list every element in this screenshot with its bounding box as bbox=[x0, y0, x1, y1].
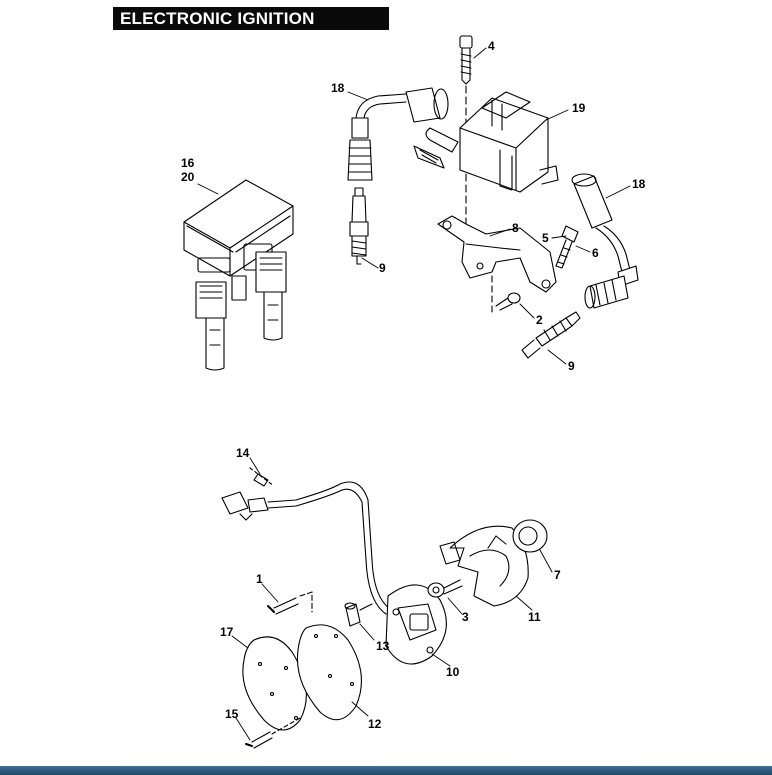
callout-labels: 4 18 19 18 16 20 8 5 6 9 2 9 14 1 3 7 11… bbox=[181, 39, 646, 731]
callout-14: 14 bbox=[236, 446, 250, 460]
callout-5: 5 bbox=[542, 231, 549, 245]
callout-11: 11 bbox=[528, 610, 541, 624]
callout-19: 19 bbox=[572, 101, 586, 115]
coil-bracket-drawing bbox=[437, 215, 557, 313]
callout-15: 15 bbox=[225, 707, 239, 721]
leader-lines bbox=[197, 47, 631, 741]
screw-15-drawing bbox=[245, 717, 301, 749]
callout-20: 20 bbox=[181, 170, 195, 184]
callout-17: 17 bbox=[220, 625, 234, 639]
callout-12: 12 bbox=[368, 717, 382, 731]
callout-2: 2 bbox=[536, 313, 543, 327]
callout-10: 10 bbox=[446, 665, 460, 679]
callout-6: 6 bbox=[592, 246, 599, 260]
callout-3: 3 bbox=[462, 610, 469, 624]
screw-3-drawing bbox=[427, 579, 463, 598]
outer-cover-drawing bbox=[242, 636, 307, 731]
page-title: ELECTRONIC IGNITION SYSTEM bbox=[113, 7, 389, 51]
callout-4: 4 bbox=[488, 39, 495, 53]
callout-9-upper: 9 bbox=[379, 261, 386, 275]
stator-plate-drawing bbox=[385, 584, 447, 665]
callout-7: 7 bbox=[554, 568, 561, 582]
spark-plug-wire-left-drawing bbox=[347, 87, 449, 181]
rotor-drawing bbox=[439, 525, 529, 607]
screw-1-drawing bbox=[267, 591, 313, 615]
spark-plug-lower-drawing bbox=[521, 311, 581, 359]
screw-2-drawing bbox=[495, 292, 521, 311]
footer-rule bbox=[0, 766, 772, 775]
callout-18-left: 18 bbox=[331, 81, 345, 95]
spark-plug-wire-right-drawing bbox=[571, 173, 639, 309]
callout-18-right: 18 bbox=[632, 177, 646, 191]
ignition-coil-drawing bbox=[413, 91, 559, 193]
spark-plug-upper-drawing bbox=[349, 187, 369, 265]
sensor-harness-drawing bbox=[221, 467, 399, 615]
callout-16: 16 bbox=[181, 156, 195, 170]
seal-drawing bbox=[512, 519, 548, 553]
sleeve-drawing bbox=[344, 602, 373, 627]
callout-13: 13 bbox=[376, 639, 390, 653]
inner-cover-drawing bbox=[296, 624, 362, 721]
callout-9-lower: 9 bbox=[568, 359, 575, 373]
callout-8: 8 bbox=[512, 221, 519, 235]
ignition-module-drawing bbox=[183, 179, 294, 371]
callout-1: 1 bbox=[256, 572, 263, 586]
bolt-5-drawing bbox=[555, 225, 579, 269]
